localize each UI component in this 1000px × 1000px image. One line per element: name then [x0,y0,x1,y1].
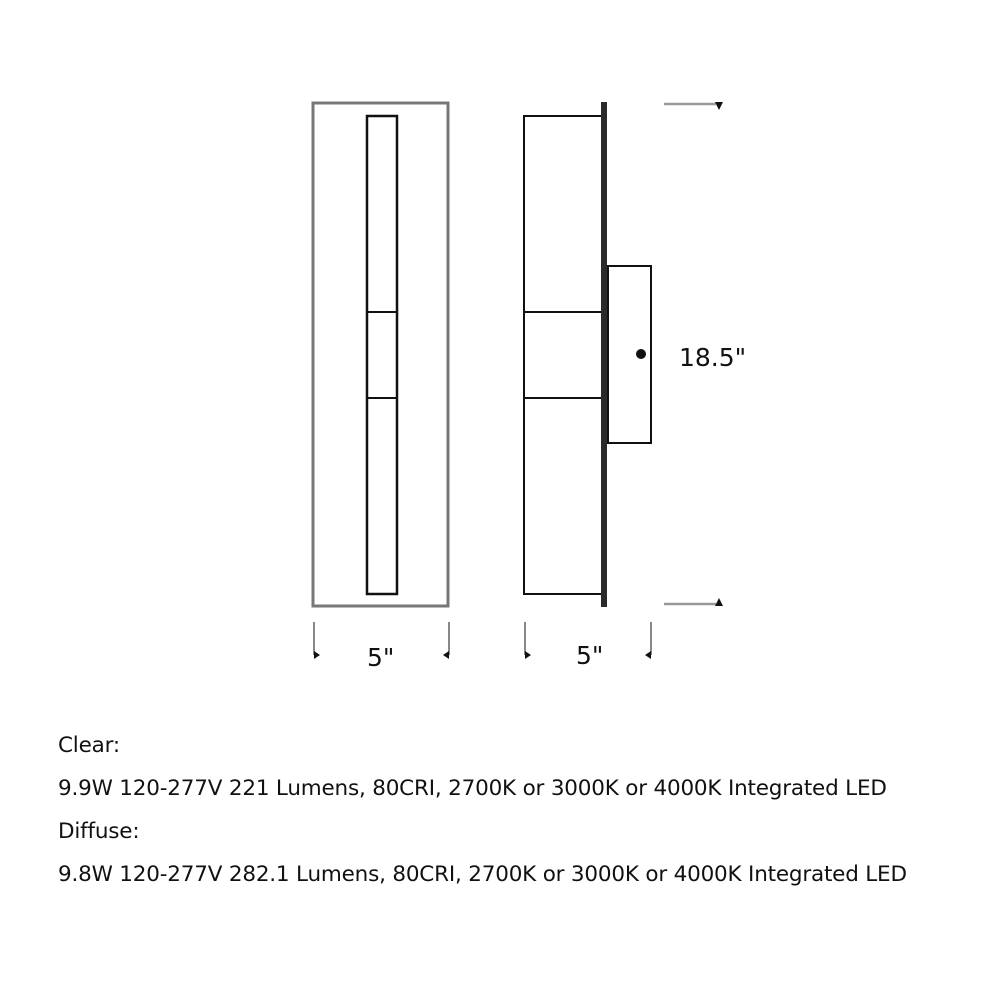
side-width-label: 5" [576,641,604,670]
spec-heading-diffuse: Diffuse: [58,819,140,844]
spec-heading-clear: Clear: [58,733,120,758]
front-view [311,101,450,608]
front-width-label: 5" [367,643,395,672]
height-label: 18.5" [679,343,747,372]
height-dimension [664,102,723,606]
front-width-dimension [313,622,450,659]
spec-detail-clear: 9.9W 120-277V 221 Lumens, 80CRI, 2700K o… [58,776,887,801]
dimension-drawing: 5" 5" 18.5" [311,101,747,672]
side-view [523,102,652,607]
spec-detail-diffuse: 9.8W 120-277V 282.1 Lumens, 80CRI, 2700K… [58,862,907,887]
specifications: Clear: 9.9W 120-277V 221 Lumens, 80CRI, … [58,724,998,896]
side-width-dimension [524,622,652,659]
